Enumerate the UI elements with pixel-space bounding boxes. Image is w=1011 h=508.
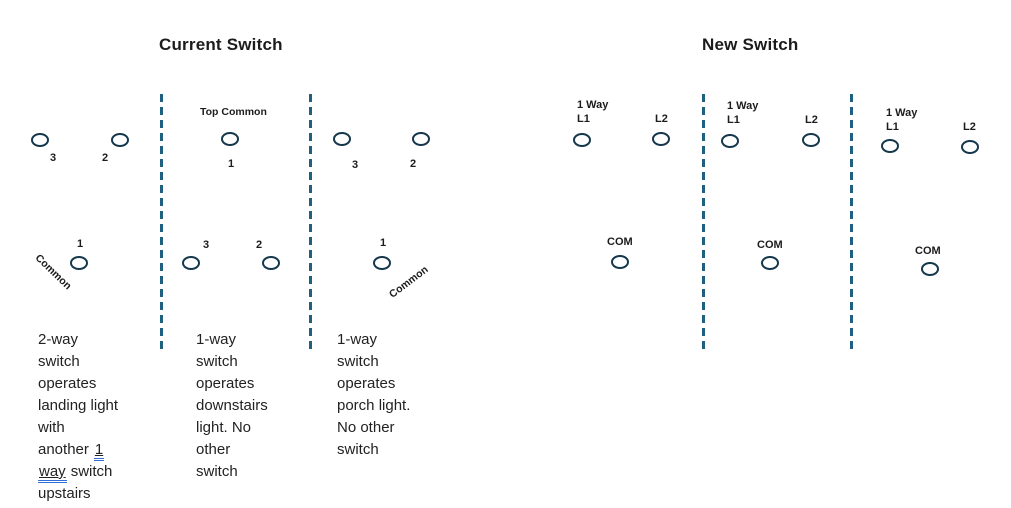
terminal-circle-new2-com xyxy=(761,256,779,270)
terminal-circle-new3-com xyxy=(921,262,939,276)
description-text: another xyxy=(38,441,89,458)
description-line: downstairs xyxy=(196,397,268,414)
terminal-circle-porch-2 xyxy=(412,132,430,146)
description-line: operates xyxy=(337,375,396,392)
terminal-circle-new1-l1 xyxy=(573,133,591,147)
new-switch-title: New Switch xyxy=(702,35,799,54)
description-line: 2-way xyxy=(38,331,79,348)
l1-label-new-1: L1 xyxy=(577,113,590,125)
terminal-circle-new2-l1 xyxy=(721,134,739,148)
description-line: switch xyxy=(337,441,379,458)
terminal-circle-new1-com xyxy=(611,255,629,269)
terminal-label-porch-1: 1 xyxy=(380,237,387,249)
description-line: with xyxy=(38,419,65,436)
terminal-label-porch-2: 2 xyxy=(410,158,417,170)
terminal-circle-porch-3 xyxy=(333,132,351,146)
description-text: switch xyxy=(70,463,113,480)
way-label-new-2: 1 Way xyxy=(727,100,759,112)
description-line: upstairs xyxy=(38,485,91,502)
description-line: switch xyxy=(196,353,238,370)
divider-line-current-1 xyxy=(160,94,163,353)
divider-line-new-1 xyxy=(702,94,705,354)
l2-label-new-2: L2 xyxy=(805,114,818,126)
terminal-circle-downstairs-2 xyxy=(262,256,280,270)
com-label-new-1: COM xyxy=(607,236,633,248)
description-line: switch xyxy=(196,463,238,480)
way-label-new-3: 1 Way xyxy=(886,107,918,119)
terminal-circle-new3-l2 xyxy=(961,140,979,154)
description-line: 1-way xyxy=(337,331,378,348)
terminal-label-porch-3: 3 xyxy=(352,159,359,171)
terminal-circle-downstairs-1 xyxy=(221,132,239,146)
l2-label-new-3: L2 xyxy=(963,121,976,133)
description-line: landing light xyxy=(38,397,119,414)
description-line: other xyxy=(196,441,231,458)
current-switch-title: Current Switch xyxy=(159,35,283,54)
terminal-label-2way-1: 1 xyxy=(77,238,84,250)
l2-label-new-1: L2 xyxy=(655,113,668,125)
underlined-word-way: way xyxy=(38,463,67,483)
terminal-circle-new3-l1 xyxy=(881,139,899,153)
divider-line-current-2 xyxy=(309,94,312,353)
terminal-label-downstairs-3: 3 xyxy=(203,239,210,251)
description-downstairs-switch: 1-way switch operates downstairs light. … xyxy=(196,329,268,483)
terminal-circle-new1-l2 xyxy=(652,132,670,146)
description-line: porch light. xyxy=(337,397,411,414)
description-line: light. No xyxy=(196,419,252,436)
description-2way-switch: 2-way switch operates landing light with… xyxy=(38,329,118,505)
terminal-label-2way-2: 2 xyxy=(102,152,109,164)
terminal-circle-2way-2 xyxy=(111,133,129,147)
underlined-word-1: 1 xyxy=(93,441,105,461)
top-common-label: Top Common xyxy=(200,106,267,118)
divider-line-new-2 xyxy=(850,94,853,354)
terminal-circle-2way-1 xyxy=(70,256,88,270)
description-line: No other xyxy=(337,419,395,436)
common-label-2way: Common xyxy=(32,252,74,293)
terminal-label-downstairs-2: 2 xyxy=(256,239,263,251)
description-line: switch xyxy=(337,353,379,370)
description-porch-switch: 1-way switch operates porch light. No ot… xyxy=(337,329,410,461)
description-line: switch xyxy=(38,353,80,370)
terminal-circle-new2-l2 xyxy=(802,133,820,147)
terminal-label-downstairs-1: 1 xyxy=(228,158,235,170)
description-line: 1-way xyxy=(196,331,237,348)
description-line: operates xyxy=(196,375,255,392)
description-line: operates xyxy=(38,375,97,392)
terminal-circle-porch-1 xyxy=(373,256,391,270)
way-label-new-1: 1 Way xyxy=(577,99,609,111)
common-label-porch: Common xyxy=(387,263,431,301)
l1-label-new-3: L1 xyxy=(886,121,899,133)
terminal-circle-downstairs-3 xyxy=(182,256,200,270)
terminal-label-2way-3: 3 xyxy=(50,152,57,164)
terminal-circle-2way-3 xyxy=(31,133,49,147)
com-label-new-2: COM xyxy=(757,239,783,251)
com-label-new-3: COM xyxy=(915,245,941,257)
l1-label-new-2: L1 xyxy=(727,114,740,126)
